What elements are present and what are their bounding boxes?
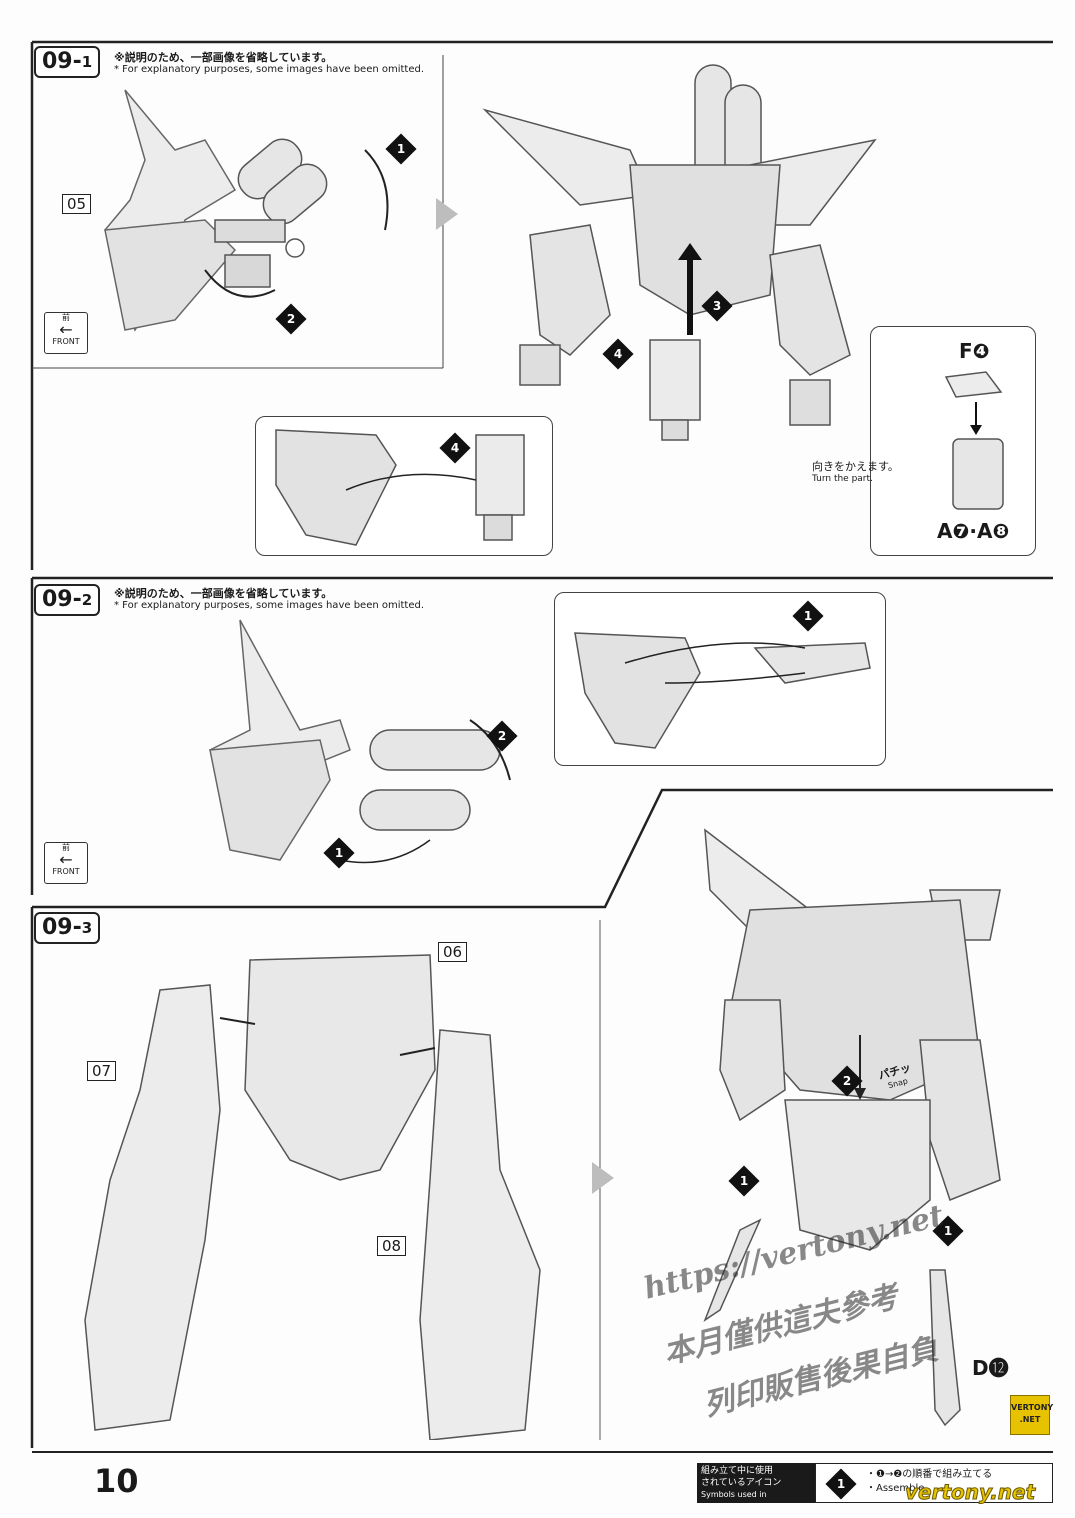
arrow-left-icon: ←: [59, 850, 73, 869]
step-number: 09: [42, 915, 73, 940]
legend-text: ・❶→❷の順番で組み立てる ・Assemble: [866, 1468, 992, 1496]
turn-part-note: 向きをかえます。 Turn the part.: [812, 460, 899, 486]
front-en: FRONT: [52, 337, 80, 346]
front-badge-2: 前 ← FRONT: [44, 842, 88, 884]
backpack-folded-illustration: [209, 619, 511, 864]
legend-line-1: ・❶→❷の順番で組み立てる: [866, 1469, 993, 1480]
footer-watermark: vertony.net: [904, 1480, 1036, 1505]
badge-bottom: .NET: [1019, 1415, 1041, 1424]
legend-box: 1 ・❶→❷の順番で組み立てる ・Assemble: [815, 1463, 1053, 1503]
proceed-arrow-icon: [436, 198, 458, 230]
part-label-f4: F❹: [959, 339, 990, 363]
legend-title: 組み立て中に使用 されているアイコン Symbols used in instr…: [697, 1463, 815, 1511]
step-sub-number: 3: [81, 919, 93, 937]
part-label-d12: D⓬: [972, 1356, 1009, 1380]
legend-title-jp-2: されているアイコン: [701, 1478, 782, 1488]
callout-detail-2: 1: [554, 592, 886, 766]
note-jp: ※説明のため、一部画像を省略しています。: [114, 51, 333, 64]
proceed-arrow-icon: [592, 1162, 614, 1194]
badge-top: VERTONY: [1011, 1403, 1054, 1412]
backpack-assembly-illustration: [104, 89, 389, 332]
omitted-note-2: ※説明のため、一部画像を省略しています。 * For explanatory p…: [114, 588, 424, 612]
part-label-a7-a8: A❼·A❽: [937, 519, 1010, 543]
note-jp: ※説明のため、一部画像を省略しています。: [114, 587, 333, 600]
legend-title-en: Symbols used in instructions: [701, 1490, 767, 1511]
step-number: 09: [42, 49, 73, 74]
callout-detail-1: 4: [255, 416, 553, 556]
step-label-09-2: 09-2: [34, 584, 101, 616]
omitted-note-1: ※説明のため、一部画像を省略しています。 * For explanatory p…: [114, 52, 424, 76]
note-en: * For explanatory purposes, some images …: [114, 600, 425, 611]
step-label-09-3: 09-3: [34, 912, 101, 944]
front-jp: 前: [62, 843, 70, 852]
arrow-left-icon: ←: [59, 320, 73, 339]
part-number-05: 05: [62, 194, 92, 214]
page-number: 10: [94, 1462, 139, 1500]
front-badge-1: 前 ← FRONT: [44, 312, 88, 354]
part-number-07: 07: [87, 1061, 117, 1081]
vertony-badge: VERTONY .NET: [1010, 1395, 1054, 1435]
legend-line-2: ・Assemble: [866, 1483, 925, 1494]
legend-title-jp-1: 組み立て中に使用: [701, 1466, 774, 1476]
waist-and-legs-illustration: [84, 954, 541, 1440]
part-number-06: 06: [438, 942, 468, 962]
callout-waist-illustration: [574, 632, 871, 749]
front-en: FRONT: [52, 867, 80, 876]
front-jp: 前: [62, 313, 70, 322]
note-en: * For explanatory purposes, some images …: [114, 64, 425, 75]
head-part-illustration: [944, 371, 1004, 510]
callout-parts-illustration: [275, 429, 525, 546]
turn-part-jp: 向きをかえます。: [812, 460, 899, 473]
step-number: 09: [42, 587, 73, 612]
step-label-09-1: 09-1: [34, 46, 101, 78]
turn-part-en: Turn the part.: [812, 474, 873, 484]
step-sub-number: 1: [81, 53, 93, 71]
step-sub-number: 2: [81, 591, 93, 609]
part-number-08: 08: [377, 1236, 407, 1256]
robot-upper-body-illustration: [482, 64, 877, 441]
callout-turn-part: F❹ A❼·A❽: [870, 326, 1036, 556]
robot-assembled-illustration: [703, 828, 1001, 1427]
